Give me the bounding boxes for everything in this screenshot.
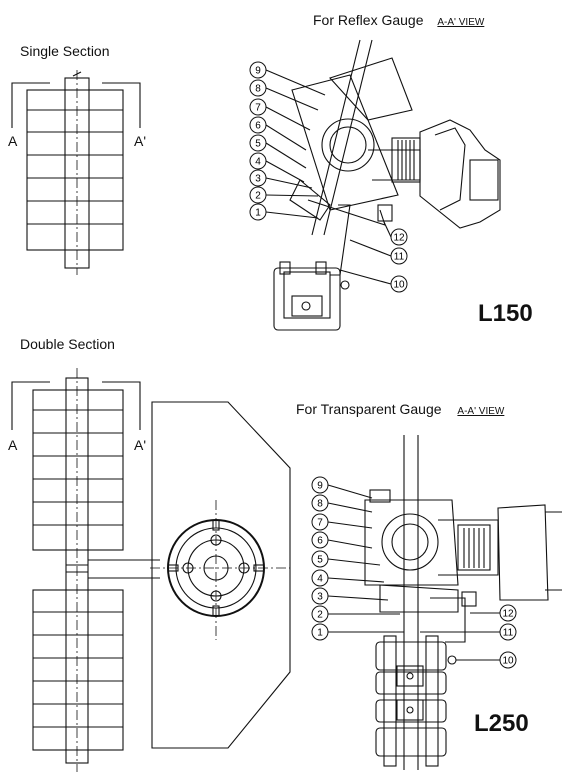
reflex-view-label: A-A' VIEW xyxy=(437,17,485,28)
reflex-callout-circle-2 xyxy=(249,79,267,97)
transparent-leader-lines xyxy=(327,484,500,661)
reflex-callout-label-6: 4 xyxy=(255,157,261,168)
side-plate xyxy=(151,401,291,749)
transparent-callout-label-4: 6 xyxy=(317,536,323,547)
transparent-title-text: For Transparent Gauge xyxy=(296,401,442,417)
single-gauge-bars xyxy=(27,109,123,225)
reflex-callout-label-4: 6 xyxy=(255,121,261,132)
reflex-callouts: 9 8 7 6 5 4 3 2 1 12 11 10 xyxy=(249,61,408,293)
reflex-callout-circle-12 xyxy=(390,275,408,293)
transparent-callout-circle-2 xyxy=(311,494,329,512)
reflex-leader-lines xyxy=(265,69,392,285)
transparent-callout-label-10: 12 xyxy=(502,609,514,620)
single-gauge-body xyxy=(26,89,124,251)
reflex-callout-label-9: 1 xyxy=(255,208,261,219)
single-a-label: A xyxy=(8,133,18,149)
transparent-callout-label-7: 3 xyxy=(317,592,323,603)
reflex-callout-label-8: 2 xyxy=(255,191,261,202)
transparent-callouts: 9 8 7 6 5 4 3 2 1 12 11 10 xyxy=(311,476,517,669)
reflex-callout-circle-10 xyxy=(390,228,408,246)
transparent-callout-circle-9 xyxy=(311,623,329,641)
transparent-callout-circle-10 xyxy=(499,604,517,622)
transparent-callout-label-5: 5 xyxy=(317,555,323,566)
reflex-callout-label-3: 7 xyxy=(255,103,261,114)
transparent-callout-label-12: 10 xyxy=(502,656,514,667)
transparent-callout-circle-7 xyxy=(311,587,329,605)
transparent-callout-circle-11 xyxy=(499,623,517,641)
single-section-drawing xyxy=(11,70,141,275)
double-section-drawing xyxy=(11,368,291,772)
reflex-callout-circle-8 xyxy=(249,186,267,204)
transparent-callout-label-11: 11 xyxy=(503,628,514,639)
model-l150-label: L150 xyxy=(478,300,533,327)
reflex-callout-label-10: 12 xyxy=(393,233,405,244)
single-a-prime-label: A' xyxy=(134,133,147,149)
double-lower-gauge xyxy=(32,589,124,751)
transparent-callout-circle-12 xyxy=(499,651,517,669)
transparent-view-label: A-A' VIEW xyxy=(457,406,505,417)
transparent-callout-label-1: 9 xyxy=(317,481,323,492)
reflex-callout-label-7: 3 xyxy=(255,174,261,185)
reflex-callout-label-2: 8 xyxy=(255,84,261,95)
single-section-marker xyxy=(11,82,141,128)
transparent-callout-circle-5 xyxy=(311,550,329,568)
reflex-callout-circle-5 xyxy=(249,134,267,152)
reflex-callout-label-1: 9 xyxy=(255,66,261,77)
transparent-callout-circle-4 xyxy=(311,531,329,549)
reflex-callout-label-11: 11 xyxy=(394,252,405,263)
double-a-prime-label: A' xyxy=(134,437,147,453)
reflex-valve-drawing xyxy=(273,39,501,331)
transparent-callout-label-2: 8 xyxy=(317,499,323,510)
transparent-gauge-title: For Transparent Gauge A-A' VIEW xyxy=(296,401,504,417)
reflex-callout-circle-1 xyxy=(249,61,267,79)
reflex-callout-circle-3 xyxy=(249,98,267,116)
transparent-callout-label-3: 7 xyxy=(317,518,323,529)
transparent-callout-label-8: 2 xyxy=(317,610,323,621)
transparent-callout-label-6: 4 xyxy=(317,574,323,585)
transparent-callout-circle-8 xyxy=(311,605,329,623)
double-section-label: Double Section xyxy=(20,336,115,352)
double-a-label: A xyxy=(8,437,18,453)
reflex-callout-circle-7 xyxy=(249,169,267,187)
reflex-title-text: For Reflex Gauge xyxy=(313,12,424,28)
double-upper-gauge xyxy=(32,389,124,551)
reflex-callout-circle-4 xyxy=(249,116,267,134)
transparent-callout-circle-1 xyxy=(311,476,329,494)
model-l250-label: L250 xyxy=(474,710,529,737)
transparent-callout-circle-6 xyxy=(311,569,329,587)
reflex-callout-circle-9 xyxy=(249,203,267,221)
reflex-gauge-title: For Reflex Gauge A-A' VIEW xyxy=(313,12,484,28)
double-section-marker xyxy=(11,381,141,430)
transparent-callout-circle-3 xyxy=(311,513,329,531)
transparent-valve-drawing xyxy=(364,435,562,770)
reflex-callout-label-12: 10 xyxy=(393,280,405,291)
reflex-callout-circle-11 xyxy=(390,247,408,265)
transparent-callout-label-9: 1 xyxy=(317,628,323,639)
single-section-label: Single Section xyxy=(20,43,110,59)
reflex-callout-circle-6 xyxy=(249,152,267,170)
reflex-callout-label-5: 5 xyxy=(255,139,261,150)
